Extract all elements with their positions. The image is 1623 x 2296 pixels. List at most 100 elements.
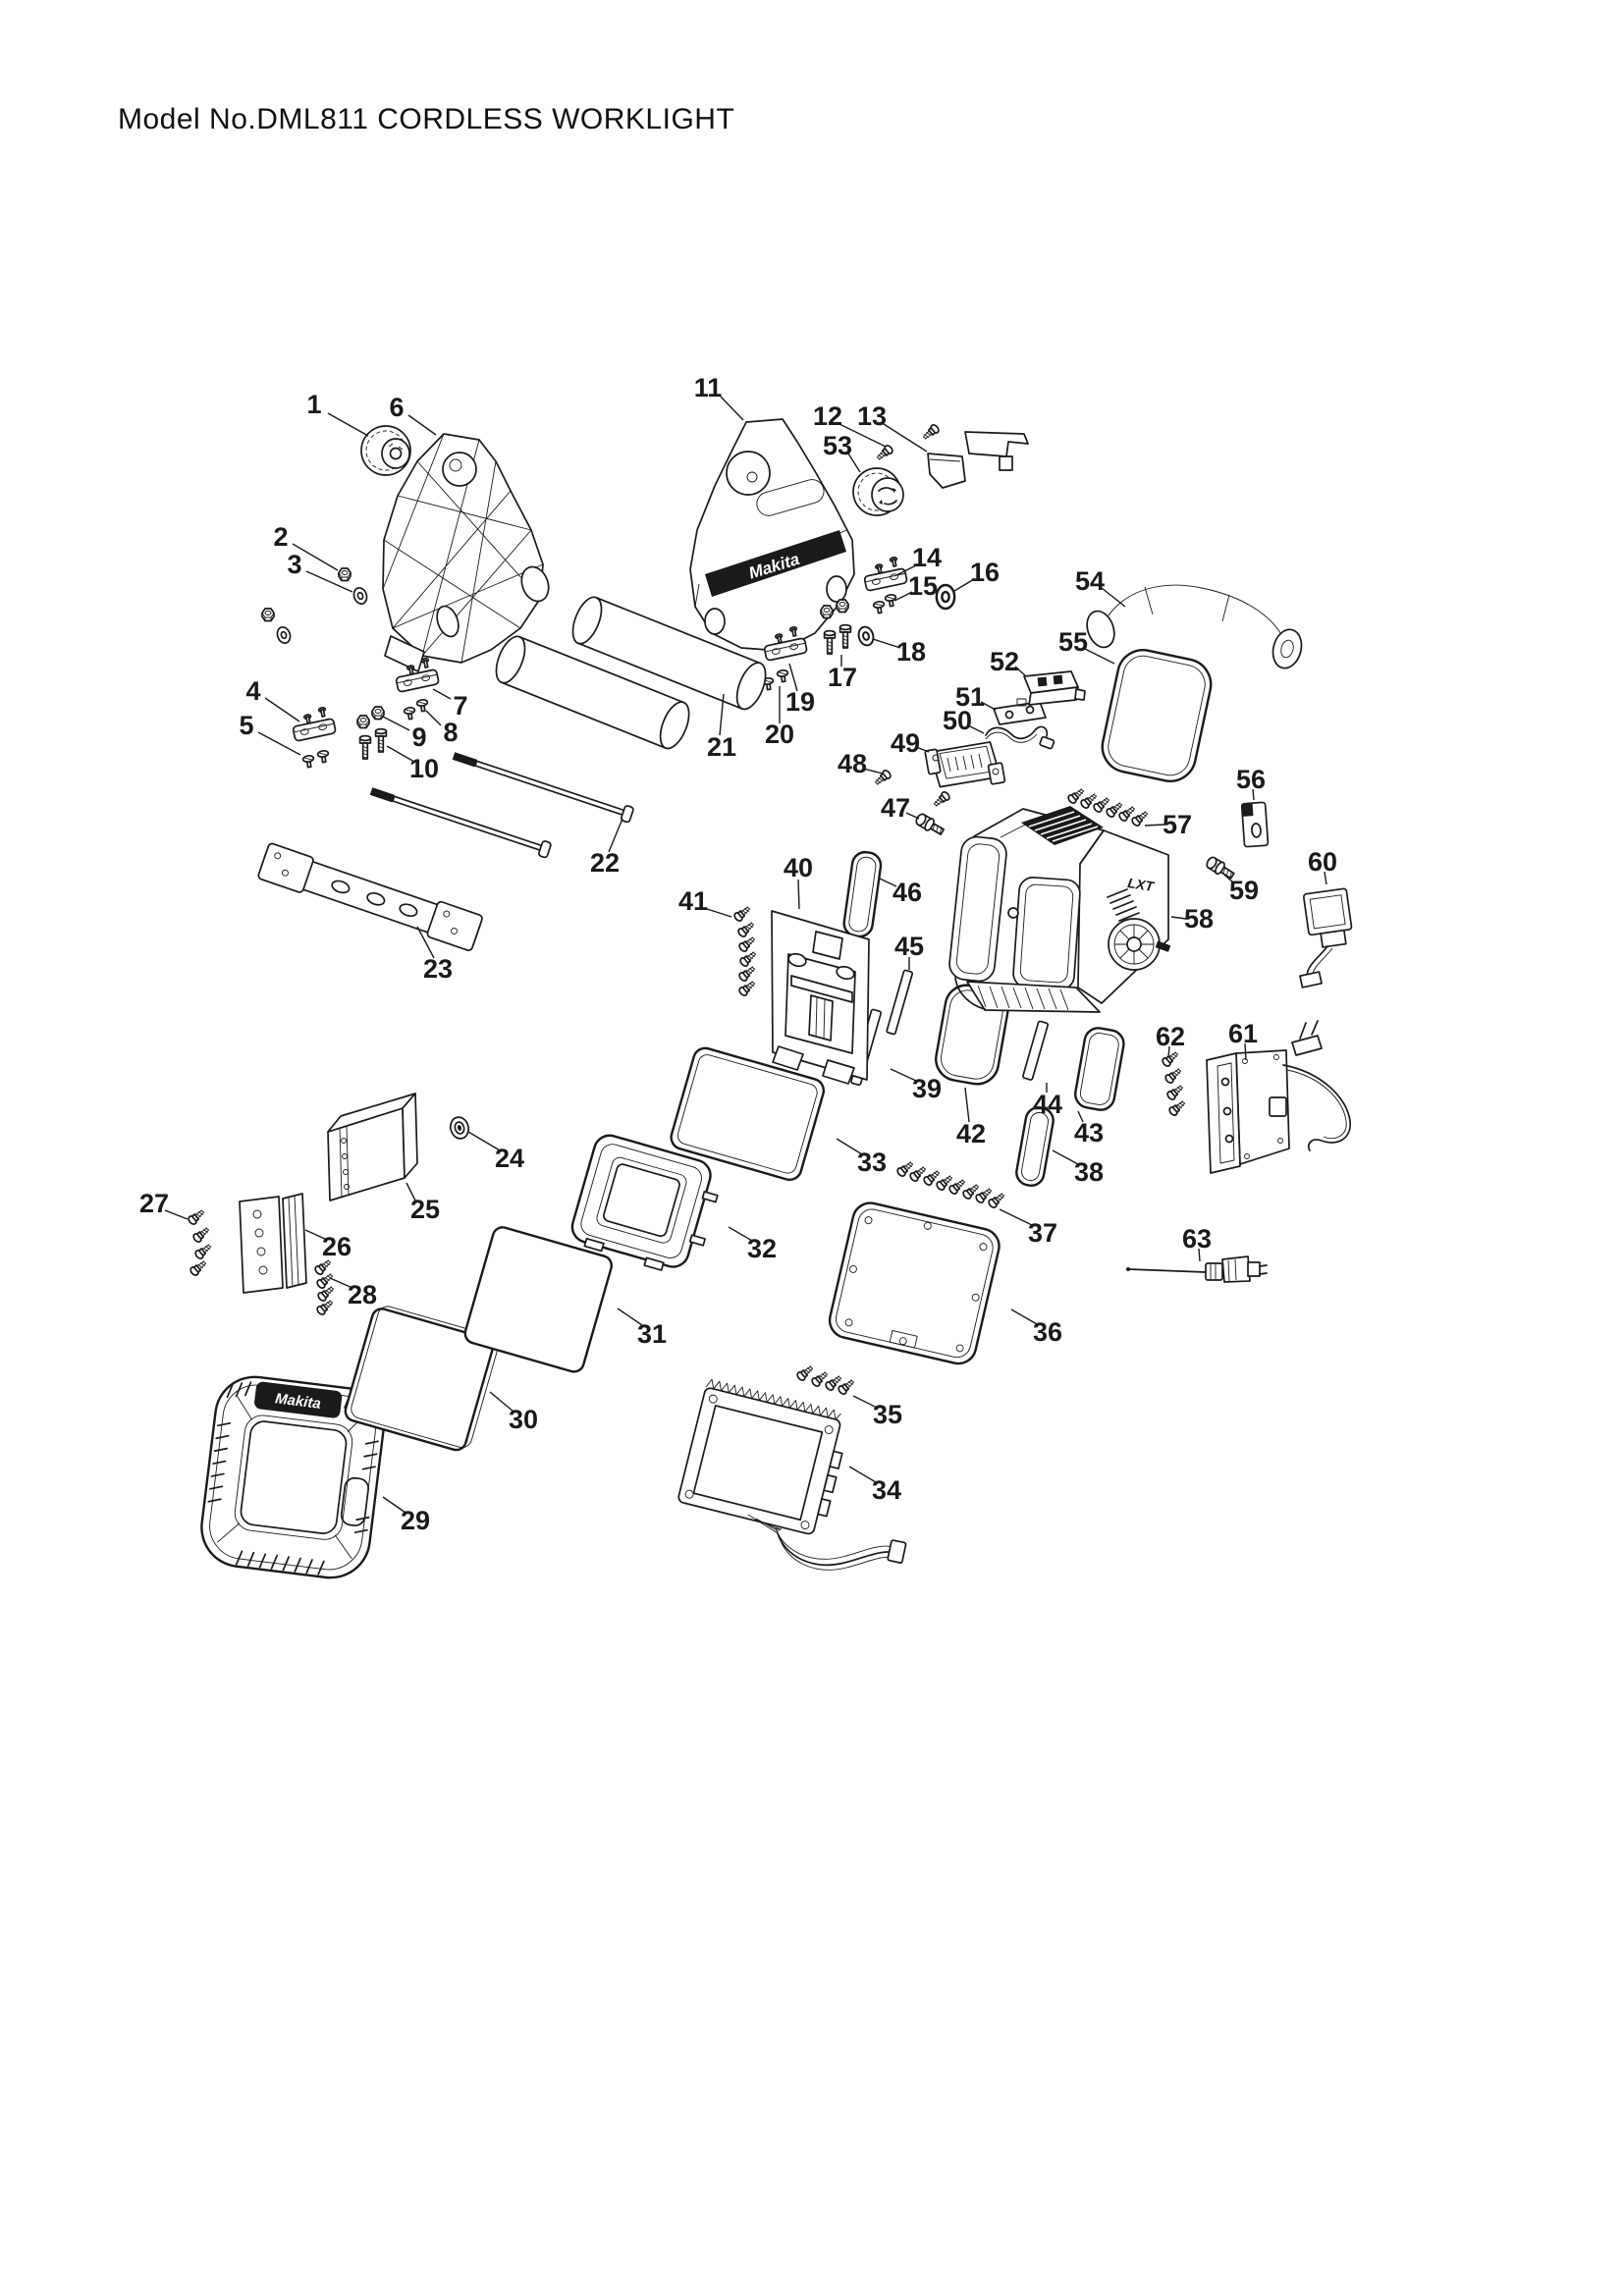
leader-line-52: [1014, 666, 1027, 677]
part-17-bolts: [823, 623, 852, 655]
part-label-55: 55: [1058, 627, 1088, 657]
part-label-48: 48: [838, 749, 867, 778]
part-62-screws: [1160, 1048, 1188, 1118]
leader-line-40: [797, 879, 800, 910]
leader-line-42: [964, 1087, 970, 1123]
leader-line-5: [257, 731, 301, 756]
leader-line-25: [406, 1182, 416, 1201]
leader-line-18: [872, 638, 901, 649]
part-27-screws: [186, 1206, 214, 1278]
part-21-pipes: [495, 596, 767, 750]
leader-line-41: [703, 907, 732, 918]
part-label-63: 63: [1182, 1224, 1212, 1254]
part-label-3: 3: [287, 550, 301, 579]
leader-line-13: [883, 423, 928, 453]
part-label-53: 53: [823, 431, 852, 460]
part-41-screws: [731, 903, 759, 998]
leader-line-23: [416, 926, 435, 959]
part-label-57: 57: [1163, 810, 1192, 839]
part-label-21: 21: [707, 732, 736, 762]
part-label-43: 43: [1074, 1118, 1104, 1148]
part-40-inner-bracket: [771, 910, 870, 1085]
leader-line-61: [1244, 1042, 1247, 1061]
leader-line-4: [264, 697, 300, 722]
part-58-housing: LXT: [948, 806, 1171, 1013]
part-label-4: 4: [245, 676, 260, 706]
part-29-front-bezel: Makita: [200, 1375, 385, 1579]
part-34-led-unit: [677, 1378, 907, 1571]
part-label-27: 27: [139, 1189, 169, 1218]
part-51-board: [993, 698, 1047, 725]
part-28-screws: [312, 1256, 337, 1317]
leader-line-8: [425, 710, 442, 726]
part-label-20: 20: [765, 720, 794, 749]
part-56-plate: [1240, 801, 1270, 848]
part-label-25: 25: [410, 1195, 440, 1224]
part-label-23: 23: [423, 954, 453, 984]
part-label-47: 47: [881, 793, 910, 823]
leader-line-46: [879, 878, 897, 887]
leader-line-49: [915, 746, 930, 753]
part-15-screws: [872, 593, 898, 615]
part-35-screws: [794, 1362, 857, 1397]
part-label-5: 5: [239, 711, 253, 740]
leader-line-47: [905, 812, 920, 820]
part-53-dial-knob: [852, 467, 904, 516]
leader-line-27: [164, 1209, 189, 1220]
part-24-grommet: [450, 1116, 469, 1140]
part-45-strip: [886, 969, 914, 1036]
part-2-nut: [338, 567, 352, 582]
part-23-foot-bracket: [257, 842, 483, 952]
part-label-40: 40: [784, 853, 813, 882]
part-label-13: 13: [857, 401, 887, 431]
spare-washer: [274, 624, 294, 646]
part-63-plug-lead: [1126, 1255, 1268, 1283]
part-50-lead-wire: [985, 725, 1055, 750]
part-6-stand-bracket: [382, 433, 550, 672]
leader-line-32: [728, 1226, 753, 1242]
part-26-terminal-holder: [239, 1193, 307, 1294]
part-10-bolts: [358, 727, 388, 760]
leader-line-60: [1324, 871, 1327, 885]
part-3-washer: [351, 585, 370, 607]
part-13-screw-latch: [920, 422, 1029, 489]
part-label-45: 45: [894, 932, 924, 961]
leader-line-24: [467, 1131, 501, 1151]
leader-line-48: [862, 768, 884, 774]
part-30-panel: [344, 1306, 500, 1452]
part-label-2: 2: [273, 522, 288, 552]
leader-line-31: [617, 1308, 643, 1326]
part-label-12: 12: [813, 401, 842, 431]
leader-line-63: [1198, 1248, 1201, 1262]
leader-line-7: [432, 688, 452, 700]
leader-line-12: [839, 423, 887, 448]
leader-line-38: [1052, 1149, 1079, 1165]
part-33-lens: [670, 1046, 826, 1182]
part-25-battery-cover: [327, 1093, 418, 1201]
part-label-34: 34: [872, 1475, 901, 1505]
leader-line-29: [382, 1496, 406, 1514]
part-label-49: 49: [891, 728, 920, 758]
part-label-46: 46: [893, 878, 922, 907]
part-label-62: 62: [1156, 1022, 1185, 1051]
part-54-handle: [1086, 571, 1303, 669]
part-label-39: 39: [912, 1074, 942, 1103]
part-31-panel: [463, 1226, 613, 1373]
page-title: Model No.DML811 CORDLESS WORKLIGHT: [118, 103, 734, 135]
leader-line-53: [847, 453, 861, 473]
part-label-28: 28: [348, 1280, 377, 1309]
part-61-terminal-bracket: [1206, 1020, 1351, 1174]
part-label-44: 44: [1033, 1090, 1062, 1119]
leader-line-39: [890, 1068, 917, 1082]
part-1-knob: [360, 425, 411, 476]
part-label-16: 16: [970, 558, 1000, 587]
leader-line-3: [305, 570, 353, 593]
leader-line-33: [836, 1138, 863, 1155]
leader-line-35: [852, 1395, 878, 1409]
leader-line-54: [1101, 587, 1126, 608]
part-label-52: 52: [990, 647, 1019, 676]
leader-line-19: [788, 663, 798, 692]
leader-line-14: [895, 564, 917, 576]
part-label-26: 26: [322, 1232, 352, 1261]
